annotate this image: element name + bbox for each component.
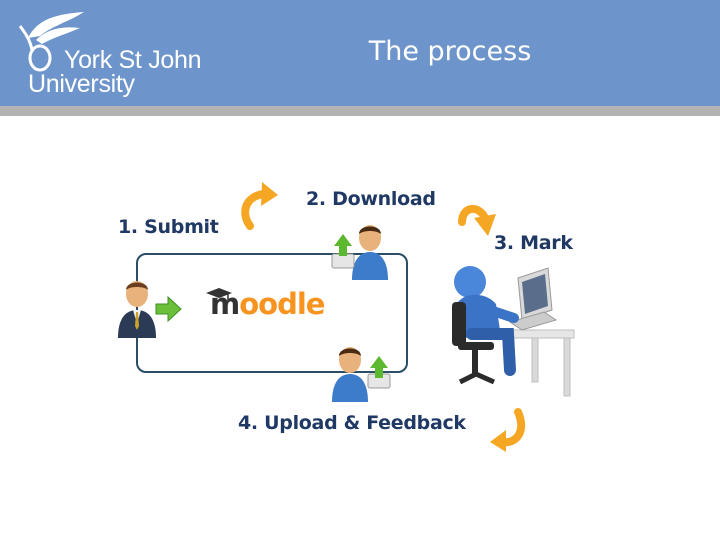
logo-text-line2: University xyxy=(28,70,135,98)
step-download-label: 2. Download xyxy=(306,188,436,210)
green-arrow-icon xyxy=(155,295,182,323)
moodle-logo-rest: oodle xyxy=(239,287,325,321)
swan-logo-icon xyxy=(18,12,84,72)
curved-arrow-icon-2 xyxy=(458,204,496,236)
university-logo: York St John University xyxy=(8,8,208,102)
tutor-download-icon xyxy=(331,225,388,280)
marker-at-computer-icon xyxy=(452,266,575,397)
logo-text-line1: York St John xyxy=(64,46,202,74)
step-submit-label: 1. Submit xyxy=(118,216,219,238)
header-divider xyxy=(0,106,720,116)
curved-arrow-icon-1 xyxy=(241,182,278,230)
step-upload-label: 4. Upload & Feedback xyxy=(238,412,466,434)
moodle-logo-m: m xyxy=(210,287,240,321)
curved-arrow-icon-3 xyxy=(490,408,526,452)
header-bar xyxy=(0,0,720,106)
moodle-logo: moodle xyxy=(210,287,325,321)
step-mark-label: 3. Mark xyxy=(494,232,573,254)
graduation-cap-icon xyxy=(206,288,232,301)
slide-title: The process xyxy=(368,36,532,67)
student-icon xyxy=(118,281,156,338)
tutor-upload-icon xyxy=(332,347,391,402)
